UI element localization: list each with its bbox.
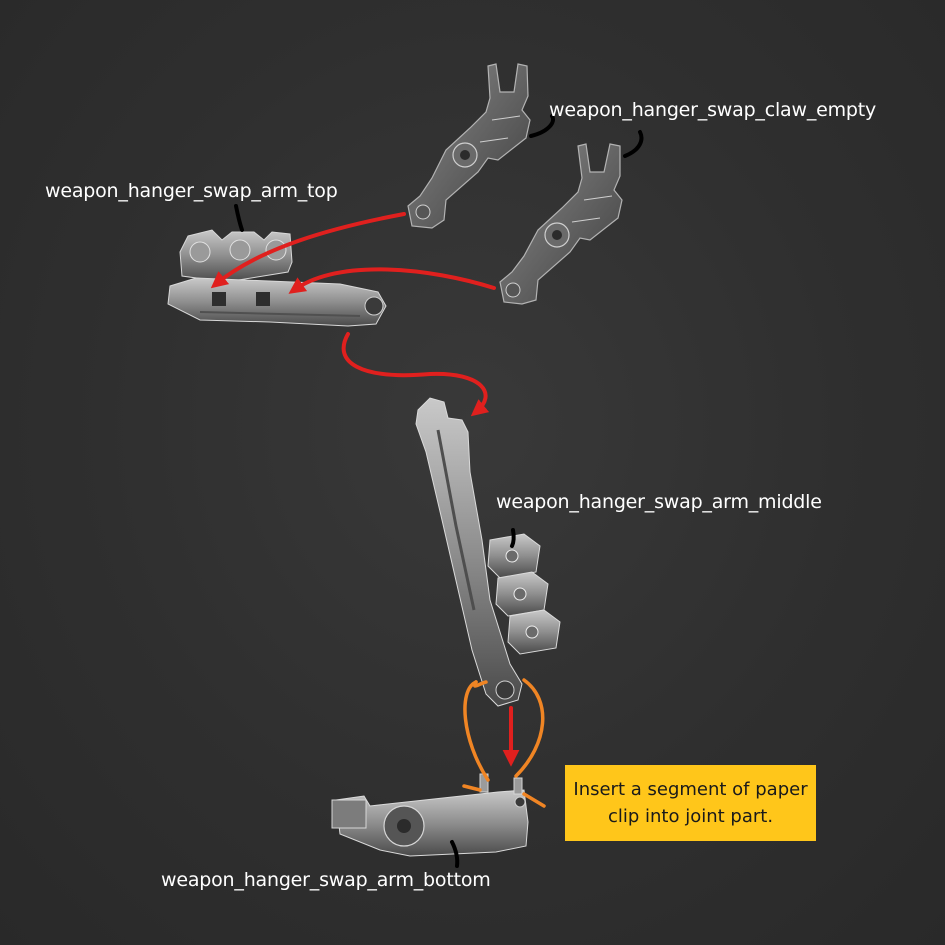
arm-middle-part (415, 397, 561, 707)
joint-highlight (462, 678, 546, 808)
arrow-claw2-to-top (288, 267, 496, 294)
arm-bottom-part (331, 773, 529, 857)
arm-middle-clamps (487, 533, 561, 655)
assembly-arrows (210, 212, 520, 767)
label-leaders (234, 114, 644, 868)
leader-arm-middle (510, 528, 516, 548)
arm-top-part (167, 229, 387, 327)
arrow-claw1-to-top (210, 212, 406, 289)
arrow-top-to-middle (341, 332, 490, 417)
leader-arm-top (234, 204, 244, 232)
instruction-note-text: Insert a segment of paper clip into join… (573, 779, 808, 827)
label-arm-top: weapon_hanger_swap_arm_top (45, 180, 338, 202)
claw-part-2 (499, 143, 623, 305)
leader-claw-1 (529, 114, 555, 138)
label-arm-middle: weapon_hanger_swap_arm_middle (496, 491, 822, 513)
claw-part-1 (407, 63, 531, 229)
label-claw-empty: weapon_hanger_swap_claw_empty (549, 99, 877, 121)
leader-claw-2 (623, 130, 644, 158)
instruction-note: Insert a segment of paper clip into join… (565, 765, 816, 841)
leader-arm-bottom (450, 840, 460, 868)
label-arm-bottom: weapon_hanger_swap_arm_bottom (161, 869, 491, 891)
